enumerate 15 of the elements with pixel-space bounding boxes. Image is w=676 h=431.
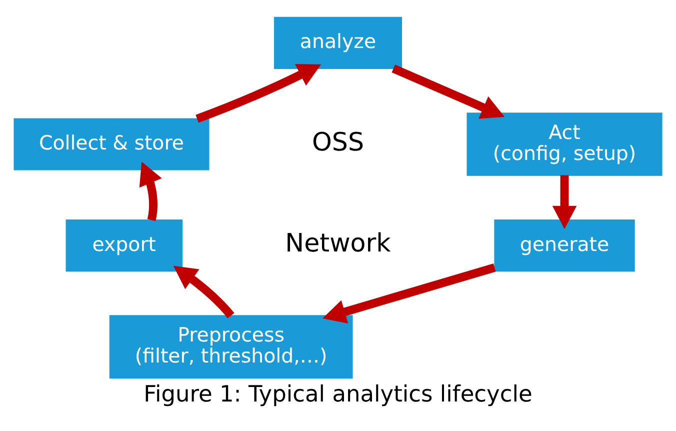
node-box: Preprocess (filter, threshold,…) bbox=[109, 314, 353, 378]
arrow bbox=[196, 64, 322, 122]
arrow bbox=[322, 263, 496, 324]
arrow bbox=[173, 265, 234, 318]
label: OSS bbox=[312, 126, 364, 156]
arrow bbox=[552, 174, 577, 228]
arrow bbox=[392, 64, 505, 118]
label: Network bbox=[285, 227, 391, 258]
node-box: analyze bbox=[274, 16, 402, 68]
node-box: generate bbox=[494, 219, 635, 272]
arrow bbox=[139, 161, 162, 220]
node-box: export bbox=[66, 219, 183, 272]
node-box: Collect & store bbox=[14, 118, 210, 170]
caption: Figure 1: Typical analytics lifecycle bbox=[144, 380, 532, 407]
node-box: Act (config, setup) bbox=[466, 112, 662, 176]
